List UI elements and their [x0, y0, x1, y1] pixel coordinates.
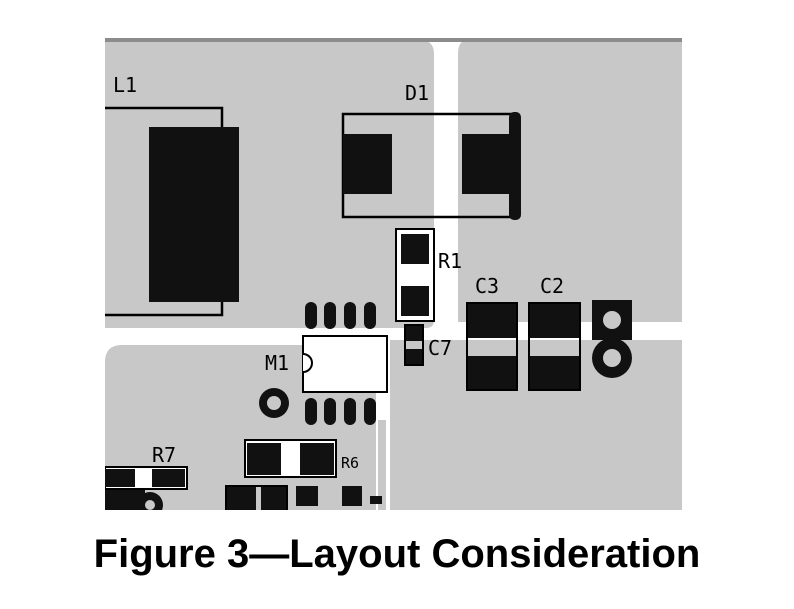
round-pad-hole [603, 349, 621, 367]
ic-pin [364, 398, 376, 425]
resistor-R7-pad-right [152, 469, 185, 487]
ic-pin [344, 398, 356, 425]
capacitor-C3-pad-top [467, 303, 517, 338]
bottom-part-body [225, 485, 288, 510]
board-top-edge [105, 38, 682, 42]
silkscreen-labels: L1 D1 R1 C3 C2 C7 M1 R7 R6 [113, 73, 564, 472]
resistor-R1-pad-bottom [401, 286, 429, 316]
square-pad-hole [603, 311, 621, 329]
capacitor-C2-pad-bottom [529, 356, 580, 390]
label-L1: L1 [113, 73, 137, 97]
bottom-part-pad [296, 486, 318, 506]
resistor-R1-pad-top [401, 234, 429, 264]
label-R1: R1 [438, 249, 462, 273]
diode-D1-cathode-band [509, 112, 521, 220]
capacitor-C7-pad-top [405, 325, 423, 341]
diode-D1 [341, 112, 521, 220]
capacitor-C7-outline [404, 324, 424, 366]
copper-trace [378, 420, 386, 510]
figure-caption: Figure 3—Layout Consideration [93, 532, 701, 576]
label-R7: R7 [152, 443, 176, 467]
ic-pin [324, 398, 336, 425]
copper-pour-bottom-right [390, 340, 682, 510]
via [259, 388, 289, 418]
ic-pin [344, 302, 356, 329]
copper-pour-top-right [458, 40, 682, 322]
resistor-R6-pad-left [247, 443, 281, 475]
capacitor-C2 [528, 302, 581, 391]
bottom-left-pad [105, 490, 145, 510]
inductor-L1 [105, 106, 239, 317]
label-C3: C3 [475, 274, 499, 298]
capacitor-C7-pad-bottom [405, 349, 423, 365]
diode-D1-pad-left [343, 134, 392, 194]
ic-M1-body [302, 335, 388, 393]
capacitor-C2-outline [528, 302, 581, 391]
bottom-part-pad [342, 486, 362, 506]
label-C7: C7 [428, 336, 452, 360]
ic-M1-pins-bottom [305, 398, 376, 425]
diode-D1-pad-right [462, 134, 511, 194]
bottom-part-pad [370, 496, 382, 504]
ic-M1-pins-top [305, 302, 376, 329]
bottom-part-pad [226, 486, 256, 510]
ic-M1-notch [302, 353, 313, 373]
label-R6: R6 [341, 454, 359, 472]
ic-pin [364, 302, 376, 329]
resistor-R7 [105, 466, 188, 490]
resistor-R1 [395, 228, 435, 322]
resistor-R6 [244, 439, 337, 478]
bottom-part-pad [261, 486, 287, 510]
inductor-L1-pad [149, 127, 239, 302]
bottom-left-via-hole [145, 500, 155, 510]
capacitor-C3-outline [466, 302, 518, 391]
bottom-left-parts [105, 485, 382, 510]
label-M1: M1 [265, 351, 289, 375]
capacitor-C3 [466, 302, 518, 391]
capacitor-C2-pad-top [529, 303, 580, 338]
ic-pin [305, 302, 317, 329]
resistor-R6-pad-right [300, 443, 334, 475]
label-D1: D1 [405, 81, 429, 105]
capacitor-C7 [404, 324, 424, 366]
resistor-R7-pad-left [105, 469, 135, 487]
ic-pin [324, 302, 336, 329]
capacitor-C3-pad-bottom [467, 356, 517, 390]
connector-pads [592, 300, 632, 378]
label-C2: C2 [540, 274, 564, 298]
via-hole [267, 396, 281, 410]
ic-pin [305, 398, 317, 425]
ic-M1 [302, 302, 388, 425]
